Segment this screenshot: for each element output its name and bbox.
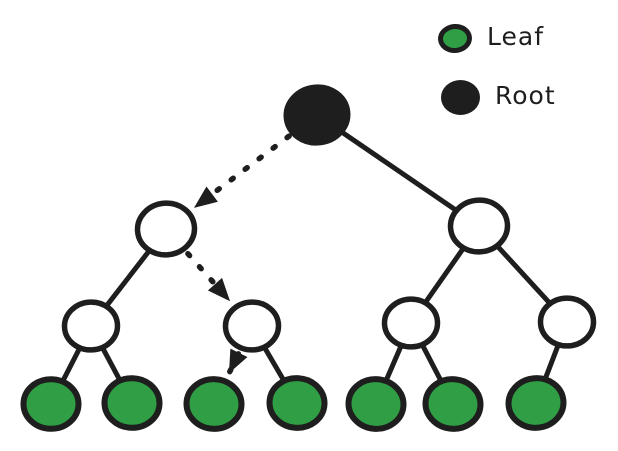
tree-node-root [283, 84, 351, 146]
tree-node-n3b [222, 299, 282, 353]
edge-n3b-leaf4 [262, 345, 287, 384]
legend-label-root: Root [495, 80, 556, 110]
edge-n3a-leaf1 [60, 345, 83, 384]
tree-node-n3d [537, 295, 597, 349]
legend-item-leaf: Leaf [437, 16, 556, 60]
edge-n3c-leaf6 [420, 342, 444, 384]
tree-node-leaf1 [20, 376, 82, 432]
legend: Leaf Root [437, 16, 556, 134]
tree-node-n3a [61, 299, 121, 353]
leaf-swatch-icon [437, 22, 473, 54]
tree-node-leaf3 [183, 376, 245, 432]
legend-item-root: Root [438, 75, 556, 119]
tree-node-leaf7 [505, 375, 567, 431]
edge-root-n2l-traversal-arrow [192, 133, 292, 210]
edge-n2r-n3c [422, 245, 466, 305]
tree-node-leaf6 [422, 376, 484, 432]
edge-n2l-n3a [103, 247, 152, 309]
edge-n3d-leaf7 [542, 342, 561, 382]
tree-node-n2r [447, 197, 511, 255]
tree-node-n3c [381, 296, 441, 350]
edge-n3b-leaf3-traversal-arrow [227, 348, 248, 375]
edge-root-n2r [338, 128, 460, 214]
edge-n2l-n3b-traversal-arrow [185, 250, 232, 303]
edge-n3c-leaf5 [383, 343, 404, 383]
tree-node-leaf4 [266, 375, 328, 431]
edge-n3a-leaf2 [100, 345, 123, 383]
tree-node-leaf5 [345, 376, 407, 432]
legend-label-leaf: Leaf [487, 21, 544, 51]
root-swatch-icon [441, 79, 480, 115]
edge-n2r-n3d [494, 243, 553, 307]
tree-node-leaf2 [101, 375, 163, 431]
tree-node-n2l [134, 200, 198, 258]
